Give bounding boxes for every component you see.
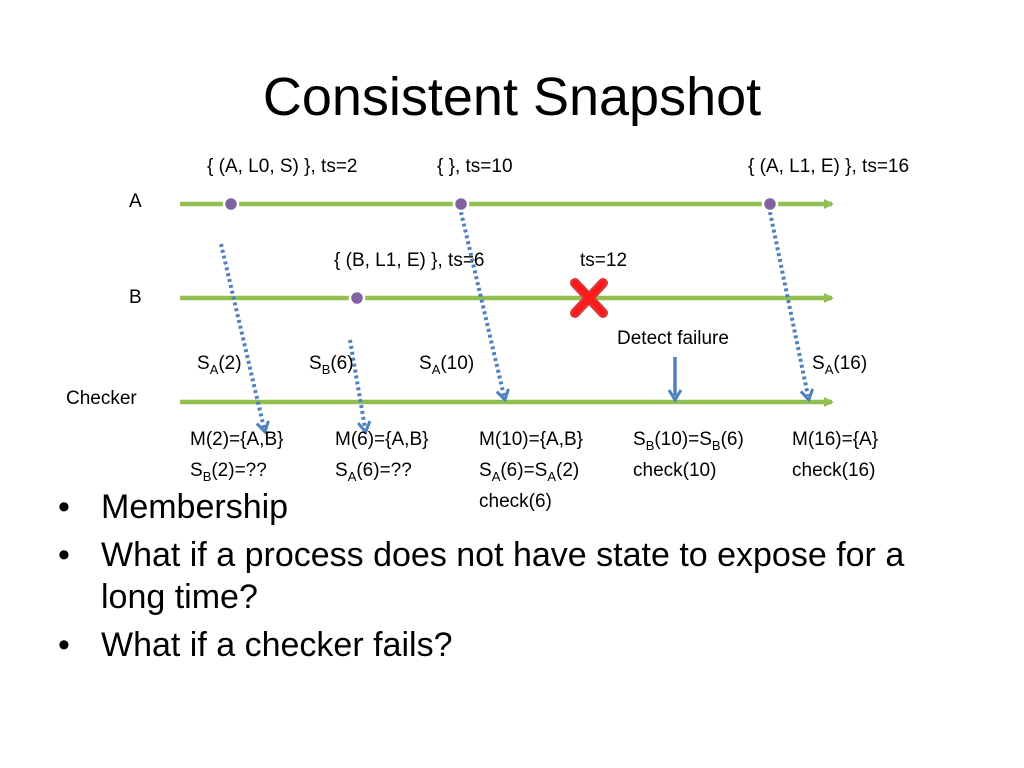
bullet-item: • What if a process does not have state t… [58, 534, 958, 618]
failure-x-icon [570, 278, 608, 318]
message-arrow-sa16 [768, 211, 808, 396]
event-dot-a-ts2 [222, 195, 240, 213]
process-label-b: B [129, 287, 142, 308]
checker-note-m10: M(10)={A,B} [479, 429, 583, 450]
checker-note-check16: check(16) [792, 460, 875, 481]
state-label-sa16: SA(16) [812, 353, 867, 377]
event-label-a-ts16: { (A, L1, E) }, ts=16 [748, 156, 909, 177]
checker-note-sa6: SA(6)=?? [335, 460, 412, 484]
event-dot-b-ts6 [348, 289, 366, 307]
event-dot-a-ts10 [452, 195, 470, 213]
bullet-dot: • [58, 536, 70, 574]
bullet-dot: • [58, 488, 70, 526]
event-label-b-ts6: { (B, L1, E) }, ts=6 [334, 250, 485, 271]
checker-note-m6: M(6)={A,B} [335, 429, 428, 450]
process-label-checker: Checker [66, 388, 137, 409]
event-label-a-ts2: { (A, L0, S) }, ts=2 [207, 156, 358, 177]
bullet-item: • Membership [58, 486, 958, 528]
checker-note-check6: check(6) [479, 491, 552, 512]
bullet-text: Membership [101, 488, 289, 526]
message-arrow-sa10 [459, 211, 504, 396]
detect-failure-label: Detect failure [617, 328, 729, 349]
message-arrow-sb6 [348, 339, 365, 428]
slide-title: Consistent Snapshot [262, 67, 762, 127]
event-dot-a-ts16 [761, 195, 779, 213]
state-label-sa10: SA(10) [419, 353, 474, 377]
process-label-a: A [129, 191, 142, 212]
checker-note-sa6-eq: SA(6)=SA(2) [479, 460, 579, 484]
checker-note-sb10-eq: SB(10)=SB(6) [633, 429, 744, 453]
message-arrow-sa2 [219, 243, 264, 428]
event-label-a-ts10: { }, ts=10 [437, 156, 513, 177]
state-label-sb6: SB(6) [309, 353, 354, 377]
checker-note-sb2: SB(2)=?? [190, 460, 267, 484]
checker-note-m16: M(16)={A} [792, 429, 878, 450]
state-label-sa2: SA(2) [197, 353, 242, 377]
checker-note-m2: M(2)={A,B} [190, 429, 283, 450]
bullet-text: What if a checker fails? [101, 626, 453, 664]
bullet-text: What if a process does not have state to… [101, 536, 905, 616]
checker-note-check10: check(10) [633, 460, 716, 481]
bullet-dot: • [58, 626, 70, 664]
event-label-b-ts12: ts=12 [580, 250, 627, 271]
bullet-list: • Membership • What if a process does not … [58, 486, 958, 672]
bullet-item: • What if a checker fails? [58, 624, 958, 666]
